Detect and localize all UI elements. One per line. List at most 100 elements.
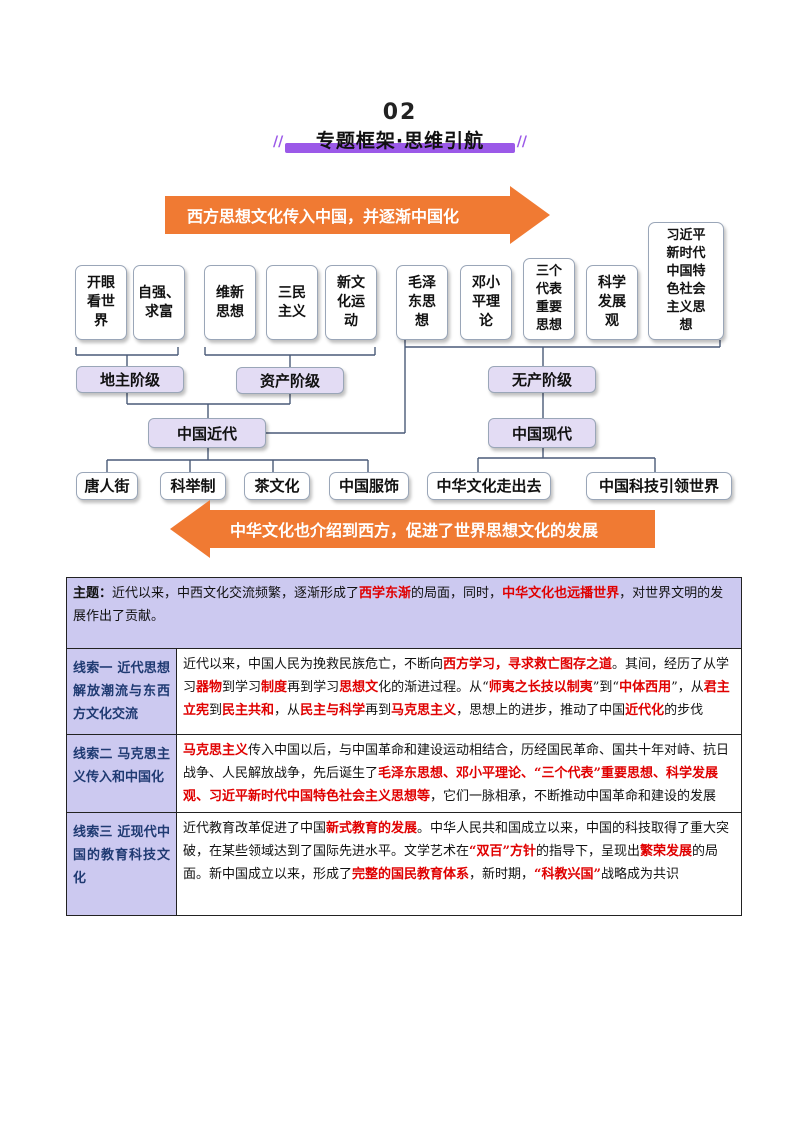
body-text: 到 [209,703,223,718]
highlight-text: 制度 [261,680,288,695]
box-mao-thought-label: 毛泽 东思 想 [408,275,436,329]
table-row: 线索三 近现代中国的教育科技文化 近代教育改革促进了中国新式教育的发展。中华人民… [66,812,742,916]
highlight-text: 器物 [196,680,223,695]
right-arrow-icon [165,186,550,244]
label-contemporary-china: 中国现代 [488,418,596,448]
clue-cell: 线索三 近现代中国的教育科技文化 [66,812,177,916]
highlight-text: 毛泽东思想、邓小平理论、“三个代表”重要思想、科学发展观、习近平新时代中国特色社… [183,766,718,804]
theme-highlight-2: 中华文化也远播世界 [502,586,620,601]
title-text: 专题框架·思维引航 [315,130,485,152]
body-text: 。其间，经历了从学习 [183,657,730,695]
box-chinatown: 唐人街 [76,472,138,500]
theme-text-2: 的局面，同时， [411,586,503,601]
clue-cell: 线索二 马克思主义传入和中国化 [66,734,177,813]
box-scientific-development: 科学 发展 观 [586,265,638,340]
body-text: 。中华人民共和国成立以来，中国的科技取得了重大突破，在某些领域达到了国际先进水平… [183,821,730,859]
box-self-strengthening-label: 自强、 求富 [138,284,180,320]
theme-text-3: ，对世界文明的发展作出了贡献。 [73,586,724,624]
box-reform-thought: 维新 思想 [204,265,256,340]
arrow-top-label: 西方思想文化传入中国，并逐渐中国化 [187,207,460,226]
arrow-bottom-label: 中华文化也介绍到西方，促进了世界思想文化的发展 [230,521,599,540]
box-open-eyes-label: 开眼 看世 界 [87,275,115,329]
body-text: ”到“ [592,680,620,695]
highlight-text: 中体西用 [619,680,672,695]
arrow-china-to-west: 中华文化也介绍到西方，促进了世界思想文化的发展 [170,500,655,558]
content-cell: 近代教育改革促进了中国新式教育的发展。中华人民共和国成立以来，中国的科技取得了重… [176,812,742,916]
body-text: 到学习 [222,680,262,695]
body-text: 近代教育改革促进了中国 [183,821,327,836]
section-number: 02 [382,100,418,125]
box-xi-thought: 习近平 新时代 中国特 色社会 主义思 想 [648,222,724,340]
right-slash-decoration: // [516,134,527,150]
box-new-culture: 新文 化运 动 [325,265,377,340]
highlight-text: 民主共和 [222,703,275,718]
title-underline [285,143,515,153]
body-text: 再到学习 [287,680,340,695]
box-three-represents: 三个 代表 重要 思想 [523,258,575,340]
highlight-text: 马克思主义 [391,703,457,718]
box-xi-thought-label: 习近平 新时代 中国特 色社会 主义思 想 [666,228,706,333]
theme-row: 主题：近代以来，中西文化交流频繁，逐渐形成了西学东渐的局面，同时，中华文化也远播… [66,577,742,649]
box-culture-going-out: 中华文化走出去 [427,472,551,500]
highlight-text: 君主立宪 [183,680,730,718]
body-text: ，它们一脉相承，不断推动中国革命和建设的发展 [430,789,717,804]
highlight-text: 繁荣发展 [640,844,693,859]
box-chinese-clothing: 中国服饰 [329,472,409,500]
box-three-principles: 三民 主义 [266,265,318,340]
box-new-culture-label: 新文 化运 动 [337,275,365,329]
theme-label: 主题： [73,586,113,601]
theme-highlight-1: 西学东渐 [359,586,412,601]
box-imperial-exam: 科举制 [160,472,226,500]
content-cell: 近代以来，中国人民为挽救民族危亡，不断向西方学习，寻求救亡图存之道。其间，经历了… [176,648,742,735]
highlight-text: 完整的国民教育体系 [352,867,470,882]
summary-table: 主题：近代以来，中西文化交流频繁，逐渐形成了西学东渐的局面，同时，中华文化也远播… [66,577,742,916]
label-bourgeois-class: 资产阶级 [236,367,344,394]
box-open-eyes: 开眼 看世 界 [75,265,127,340]
theme-cell: 主题：近代以来，中西文化交流频繁，逐渐形成了西学东渐的局面，同时，中华文化也远播… [66,577,742,649]
body-text: ，新时期， [469,867,535,882]
box-tech-leading-world: 中国科技引领世界 [586,472,732,500]
section-title: // // 专题框架·思维引航 [273,126,527,156]
arrow-west-to-china: 西方思想文化传入中国，并逐渐中国化 [165,186,550,244]
highlight-text: 民主与科学 [300,703,366,718]
highlight-text: 新式教育的发展 [326,821,418,836]
table-row: 线索二 马克思主义传入和中国化 马克思主义传入中国以后，与中国革命和建设运动相结… [66,734,742,813]
left-arrow-icon [170,500,655,558]
box-self-strengthening: 自强、 求富 [133,265,185,340]
label-landlord-class: 地主阶级 [76,366,184,393]
label-proletariat-class: 无产阶级 [488,366,596,393]
body-text: 战略成为共识 [601,867,680,882]
clue-cell: 线索一 近代思想解放潮流与东西方文化交流 [66,648,177,735]
highlight-text: “科教兴国” [534,867,602,882]
content-cell: 马克思主义传入中国以后，与中国革命和建设运动相结合，历经国民革命、国共十年对峙、… [176,734,742,813]
framework-connectors [75,340,721,472]
label-modern-china: 中国近代 [148,418,266,448]
body-text: 的步伐 [664,703,704,718]
box-deng-theory-label: 邓小 平理 论 [472,275,500,329]
left-slash-decoration: // [273,134,284,150]
body-text: 近代以来，中国人民为挽救民族危亡，不断向 [183,657,444,672]
body-text: 的局面。新中国成立以来，形成了 [183,844,719,882]
body-text: ，思想上的进步，推动了中国 [456,703,626,718]
body-text: 再到 [365,703,392,718]
table-row: 线索一 近代思想解放潮流与东西方文化交流 近代以来，中国人民为挽救民族危亡，不断… [66,648,742,735]
box-reform-thought-label: 维新 思想 [216,284,244,320]
highlight-text: 思想文 [339,680,379,695]
highlight-text: 马克思主义 [183,743,249,758]
highlight-text: “双百”方针 [469,844,536,859]
highlight-text: 近代化 [625,703,665,718]
box-scientific-development-label: 科学 发展 观 [598,275,626,329]
box-three-principles-label: 三民 主义 [278,284,306,320]
body-text: ”，从 [671,680,704,695]
body-text: 化的渐进过程。从“ [378,680,489,695]
box-deng-theory: 邓小 平理 论 [460,265,512,340]
box-tea-culture: 茶文化 [244,472,310,500]
theme-text-1: 近代以来，中西文化交流频繁，逐渐形成了 [112,586,360,601]
highlight-text: 西方学习，寻求救亡图存之道 [443,657,613,672]
box-mao-thought: 毛泽 东思 想 [396,265,448,340]
box-three-represents-label: 三个 代表 重要 思想 [535,264,562,333]
highlight-text: 师夷之长技以制夷 [488,680,593,695]
body-text: ，从 [274,703,301,718]
body-text: 的指导下，呈现出 [535,844,640,859]
body-text: 传入中国以后，与中国革命和建设运动相结合，历经国民革命、国共十年对峙、抗日战争、… [183,743,730,781]
